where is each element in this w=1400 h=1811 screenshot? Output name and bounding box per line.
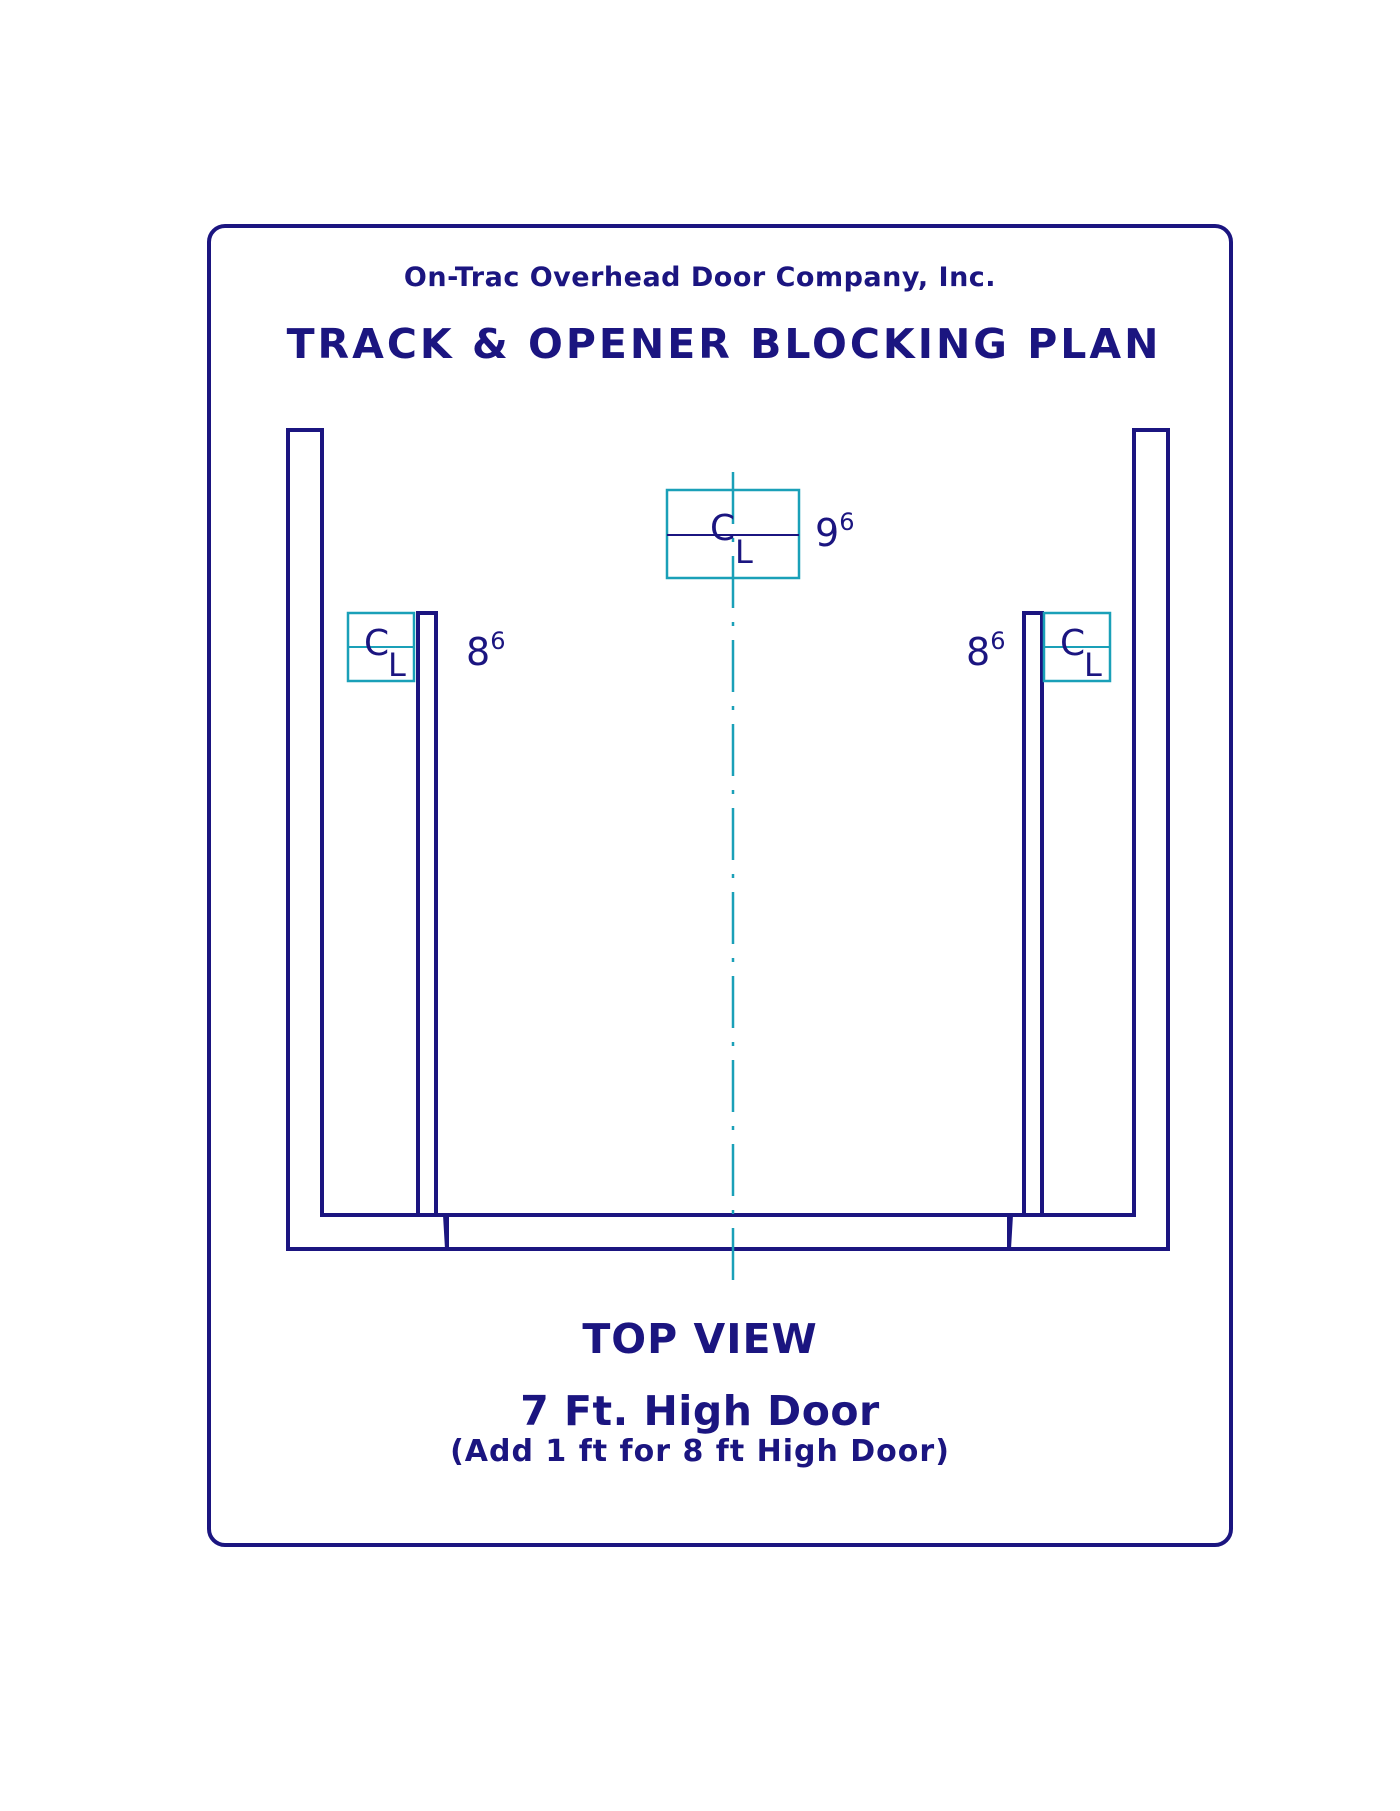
left-blocking-marker: C L 86 xyxy=(346,611,505,684)
left-marker-c: C xyxy=(364,623,389,664)
door-height-label: 7 Ft. High Door xyxy=(520,1387,880,1435)
sheet-frame xyxy=(207,224,1233,1547)
left-marker-l: L xyxy=(388,646,406,684)
plan-title: TRACK & OPENER BLOCKING PLAN xyxy=(286,320,1162,368)
height-note: (Add 1 ft for 8 ft High Door) xyxy=(450,1434,950,1469)
center-marker-c: C xyxy=(710,508,735,549)
company-name: On-Trac Overhead Door Company, Inc. xyxy=(403,262,997,293)
view-label: TOP VIEW xyxy=(582,1315,818,1363)
left-track xyxy=(416,611,438,1217)
right-marker-l: L xyxy=(1084,646,1102,684)
right-track xyxy=(1022,611,1044,1217)
right-wall-outline xyxy=(1006,428,1170,1251)
right-marker-c: C xyxy=(1060,623,1085,664)
center-blocking-marker: C L 96 xyxy=(665,488,854,580)
door-slab xyxy=(445,1213,1011,1251)
left-wall-outline xyxy=(286,428,450,1251)
right-marker-dim: 86 xyxy=(966,627,1005,674)
center-marker-l: L xyxy=(735,533,753,571)
center-marker-dim: 96 xyxy=(815,508,854,555)
left-marker-dim: 86 xyxy=(466,627,505,674)
right-blocking-marker: C L 86 xyxy=(966,611,1112,684)
